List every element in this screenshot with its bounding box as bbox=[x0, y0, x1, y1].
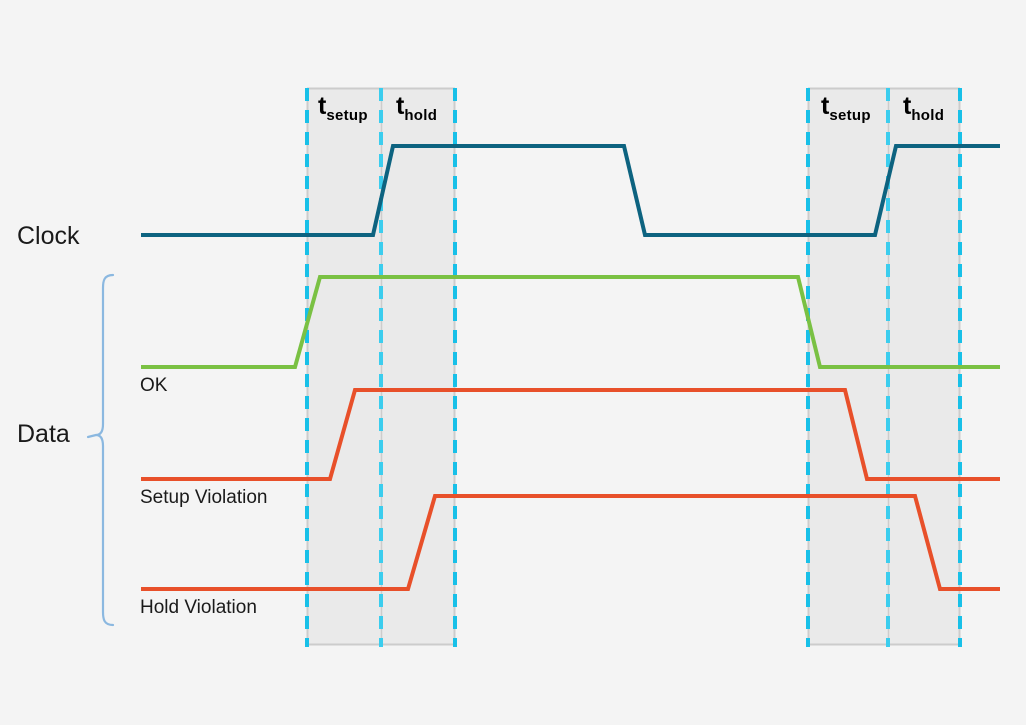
waveform-clock bbox=[141, 144, 1000, 237]
waveform-ok bbox=[141, 275, 1000, 369]
t-hold-symbol-1: t bbox=[396, 92, 405, 120]
t-hold-subscript-1: hold bbox=[404, 107, 438, 124]
annotation-t-setup-2: tsetup bbox=[821, 92, 871, 124]
waveform-setup-violation bbox=[141, 388, 1000, 481]
t-setup-symbol-1: t bbox=[318, 92, 327, 120]
t-hold-symbol-2: t bbox=[903, 92, 912, 120]
signal-label-hold-violation: Hold Violation bbox=[140, 597, 257, 618]
annotation-t-setup-1: tsetup bbox=[318, 92, 368, 124]
signal-group-label-data: Data bbox=[17, 420, 70, 448]
signal-label-setup-violation: Setup Violation bbox=[140, 487, 268, 508]
annotation-t-hold-2: thold bbox=[903, 92, 945, 124]
waveforms bbox=[141, 144, 1000, 591]
signal-label-ok: OK bbox=[140, 375, 168, 396]
data-brace-tick bbox=[86, 433, 98, 439]
data-brace bbox=[86, 273, 115, 627]
annotation-t-hold-1: thold bbox=[396, 92, 438, 124]
t-setup-subscript-2: setup bbox=[829, 107, 871, 124]
waveform-hold-violation bbox=[141, 494, 1000, 591]
signal-label-clock: Clock bbox=[17, 222, 80, 250]
t-hold-subscript-2: hold bbox=[911, 107, 945, 124]
data-brace-path bbox=[95, 273, 115, 627]
t-setup-subscript-1: setup bbox=[326, 107, 368, 124]
t-setup-symbol-2: t bbox=[821, 92, 830, 120]
